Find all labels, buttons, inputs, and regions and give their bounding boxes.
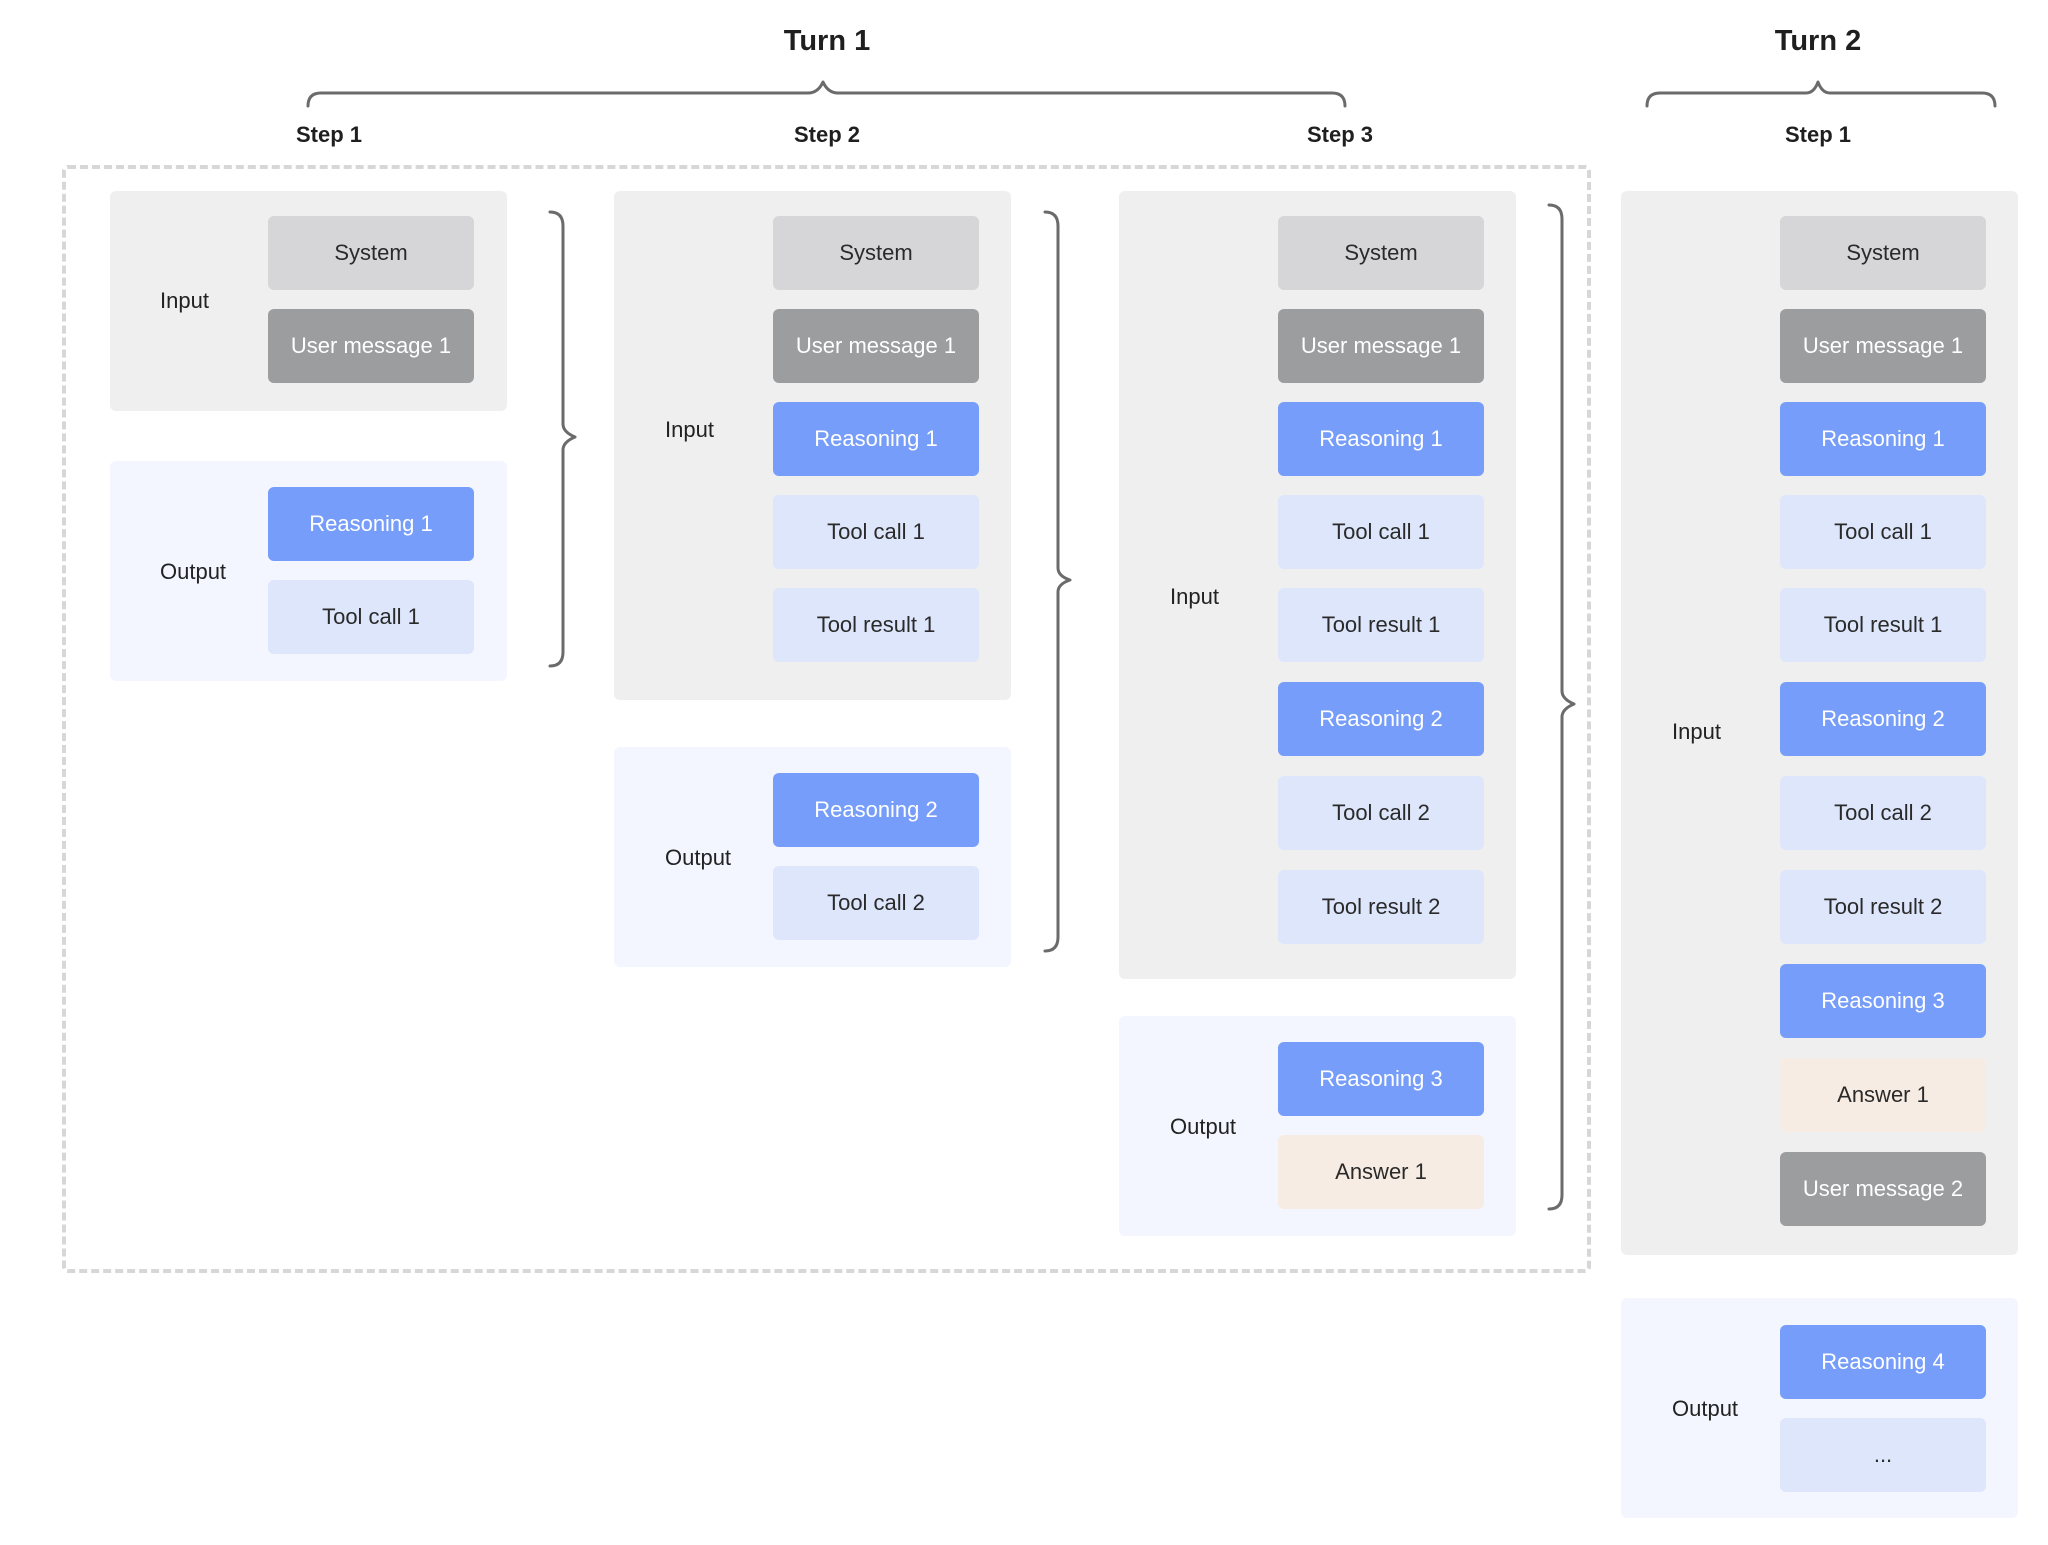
step-3-input-chip-tool-call-2: Tool call 2 <box>1278 776 1484 850</box>
step-1-brace <box>548 210 577 668</box>
step-2-brace <box>1043 210 1072 953</box>
turn-2-input-chip-tool-result-1: Tool result 1 <box>1780 588 1986 662</box>
step-3-input-chip-tool-result-2: Tool result 2 <box>1278 870 1484 944</box>
turn-1-step-3-title: Step 3 <box>1306 122 1374 147</box>
step-2-input-chip-user-message: User message 1 <box>773 309 979 383</box>
step-3-input-label: Input <box>1170 584 1219 609</box>
turn-2-input-chip-reasoning-1: Reasoning 1 <box>1780 402 1986 476</box>
turn-2-input-chip-user-message-1: User message 1 <box>1780 309 1986 383</box>
turn-2-input-chip-reasoning-2: Reasoning 2 <box>1780 682 1986 756</box>
turn-2-input-chip-tool-result-2: Tool result 2 <box>1780 870 1986 944</box>
step-3-input-chip-tool-result-1: Tool result 1 <box>1278 588 1484 662</box>
turn-2-title: Turn 2 <box>1774 25 1862 57</box>
turn-1-step-1-title: Step 1 <box>295 122 363 147</box>
turn-2-output-chip-reasoning: Reasoning 4 <box>1780 1325 1986 1399</box>
turn-2-input-chip-reasoning-3: Reasoning 3 <box>1780 964 1986 1038</box>
step-1-input-label: Input <box>160 288 209 313</box>
step-1-input-chip-user-message: User message 1 <box>268 309 474 383</box>
step-3-brace <box>1547 203 1576 1211</box>
step-3-output-chip-reasoning: Reasoning 3 <box>1278 1042 1484 1116</box>
turn-2-input-chip-answer: Answer 1 <box>1780 1058 1986 1132</box>
step-2-output-label: Output <box>665 845 732 870</box>
step-2-input-chip-tool-result: Tool result 1 <box>773 588 979 662</box>
turn-2-step-1-title: Step 1 <box>1784 122 1852 147</box>
step-3-input-chip-tool-call-1: Tool call 1 <box>1278 495 1484 569</box>
step-1-input-chip-system: System <box>268 216 474 290</box>
step-2-output-chip-reasoning: Reasoning 2 <box>773 773 979 847</box>
turn-2-output-chip-ellipsis: ... <box>1780 1418 1986 1492</box>
turn-2-input-chip-tool-call-1: Tool call 1 <box>1780 495 1986 569</box>
turn-1-title: Turn 1 <box>783 25 871 57</box>
step-3-output-label: Output <box>1170 1114 1237 1139</box>
turn-2-input-chip-user-message-2: User message 2 <box>1780 1152 1986 1226</box>
turn-2-input-chip-tool-call-2: Tool call 2 <box>1780 776 1986 850</box>
turn-2-input-label: Input <box>1672 719 1721 744</box>
turn-1-step-2-title: Step 2 <box>793 122 861 147</box>
turn-2-input-chip-system: System <box>1780 216 1986 290</box>
step-2-output-chip-tool-call: Tool call 2 <box>773 866 979 940</box>
step-2-input-chip-reasoning: Reasoning 1 <box>773 402 979 476</box>
step-2-input-chip-system: System <box>773 216 979 290</box>
step-3-input-chip-system: System <box>1278 216 1484 290</box>
step-1-output-chip-tool-call: Tool call 1 <box>268 580 474 654</box>
step-1-output-label: Output <box>160 559 227 584</box>
step-1-output-chip-reasoning: Reasoning 1 <box>268 487 474 561</box>
turn-2-output-label: Output <box>1672 1396 1739 1421</box>
step-3-input-chip-user-message: User message 1 <box>1278 309 1484 383</box>
step-2-input-label: Input <box>665 417 714 442</box>
step-3-input-chip-reasoning-1: Reasoning 1 <box>1278 402 1484 476</box>
turn-2-brace <box>1645 80 1997 108</box>
step-2-input-chip-tool-call: Tool call 1 <box>773 495 979 569</box>
step-3-input-chip-reasoning-2: Reasoning 2 <box>1278 682 1484 756</box>
turn-1-brace <box>306 80 1347 108</box>
step-3-output-chip-answer: Answer 1 <box>1278 1135 1484 1209</box>
turn-1-frame <box>62 165 1591 1273</box>
